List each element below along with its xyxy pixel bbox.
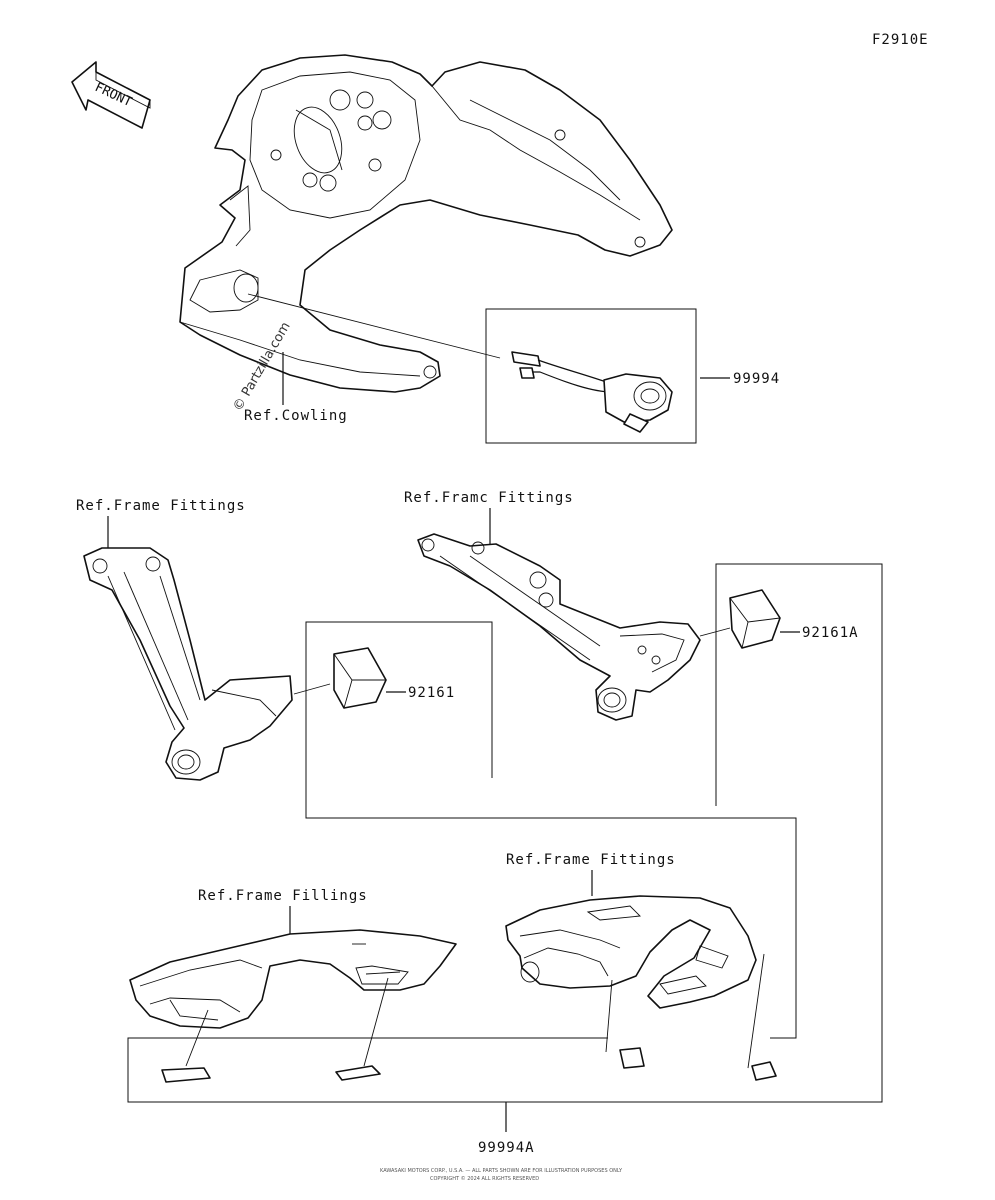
socket-mount-leader: [247, 293, 501, 359]
part-number-92161[interactable]: 92161: [408, 685, 455, 701]
part-box-99994: [485, 308, 697, 444]
ref-frame-fittings-rear-left: Ref.Frame Fillings: [198, 888, 368, 904]
footrest-bracket-left: [83, 547, 293, 781]
rear-bracket-left: [129, 929, 457, 1029]
inner-cowling: [179, 54, 673, 393]
part-number-99994[interactable]: 99994: [733, 371, 780, 387]
figure-code: F2910E: [872, 32, 929, 48]
part-number-92161A[interactable]: 92161A: [802, 625, 859, 641]
slider-left-leader: [293, 683, 331, 695]
plate-1-leader: [185, 1009, 209, 1067]
plate-4-leader: [747, 953, 765, 1069]
kit-group-line-right: [127, 563, 883, 1103]
ref-frame-fittings-rear-right: Ref.Frame Fittings: [506, 852, 676, 868]
plate-3-leader: [605, 979, 613, 1053]
ref-frame-fittings-left: Ref.Frame Fittings: [76, 498, 246, 514]
slider-right[interactable]: [729, 589, 781, 649]
part-number-99994A[interactable]: 99994A: [478, 1140, 535, 1156]
rear-bracket-right: [505, 895, 757, 1009]
rear-plate-3[interactable]: [619, 1047, 645, 1069]
slider-left[interactable]: [333, 647, 387, 709]
rear-plate-2[interactable]: [335, 1065, 381, 1081]
kit-group-line-left: [305, 621, 797, 1039]
usb-socket[interactable]: [511, 351, 673, 433]
footer-line-2: COPYRIGHT © 2024 ALL RIGHTS RESERVED: [430, 1175, 539, 1182]
slider-right-leader: [699, 627, 731, 637]
footer-line-1: KAWASAKI MOTORS CORP., U.S.A. — ALL PART…: [380, 1168, 623, 1174]
ref-frame-fittings-right: Ref.Framc Fittings: [404, 490, 574, 506]
ref-cowling: Ref.Cowling: [244, 408, 348, 424]
plate-2-leader: [363, 977, 389, 1067]
rear-plate-4[interactable]: [751, 1061, 777, 1081]
front-arrow-icon: FRONT: [71, 61, 151, 129]
footrest-bracket-right: [417, 533, 701, 721]
rear-plate-1[interactable]: [161, 1067, 211, 1083]
